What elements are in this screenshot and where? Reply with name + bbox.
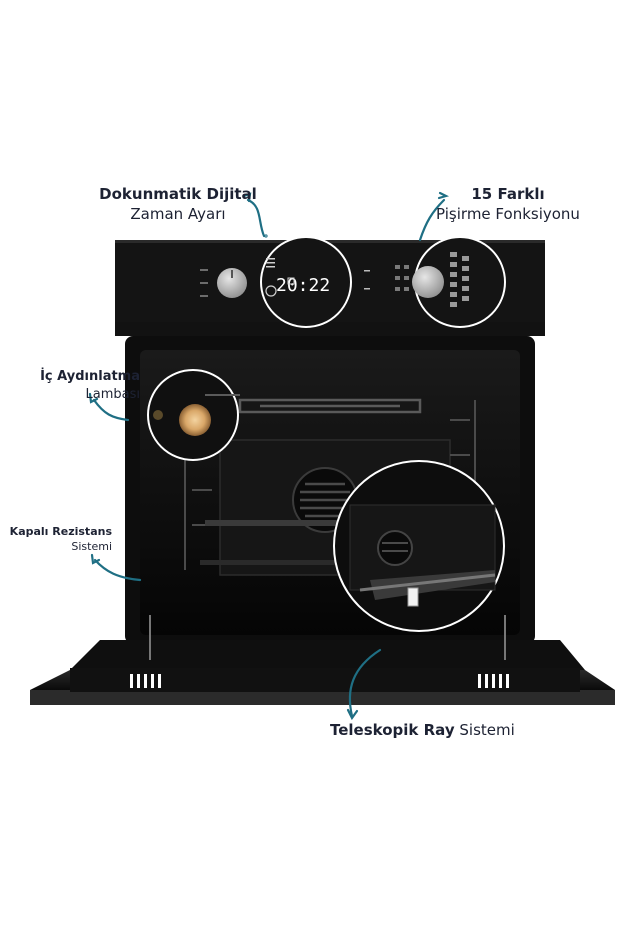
callout-telescopic-rail-bold: Teleskopik Ray [330,721,455,739]
lamp-zoom-circle [147,369,240,461]
functions-zoom-circle [412,236,506,328]
callout-cooking-functions: 15 Farklı Pişirme Fonksiyonu [408,184,608,225]
callout-interior-light-bold: İç Aydınlatma [40,369,140,384]
callout-digital-timer-bold: Dokunmatik Dijital [99,185,257,203]
callout-telescopic-rail: Teleskopik Ray Sistemi [330,720,570,740]
callout-digital-timer-normal: Zaman Ayarı [130,205,226,224]
zoom-display-time: 20:22 [276,275,330,296]
callout-cooking-functions-bold: 15 Farklı [471,185,545,203]
callout-interior-light-normal: Lambası [85,386,140,402]
callout-telescopic-rail-normal: Sistemi [459,721,515,739]
left-knob [217,268,247,298]
callout-digital-timer: Dokunmatik Dijital Zaman Ayarı [78,184,278,225]
display-zoom-circle: 20:22 [260,236,352,328]
callout-closed-heater-normal: Sistemi [71,539,112,553]
callout-closed-heater-bold: Kapalı Rezistans [9,525,112,538]
rail-zoom-circle [333,460,505,632]
callout-arrows [88,191,450,721]
callout-closed-heater: Kapalı Rezistans Sistemi [0,525,112,555]
oven-door [30,615,615,705]
lamp-icon [179,404,211,436]
callout-cooking-functions-normal: Pişirme Fonksiyonu [436,205,580,224]
callout-interior-light: İç Aydınlatma Lambası [0,368,140,403]
